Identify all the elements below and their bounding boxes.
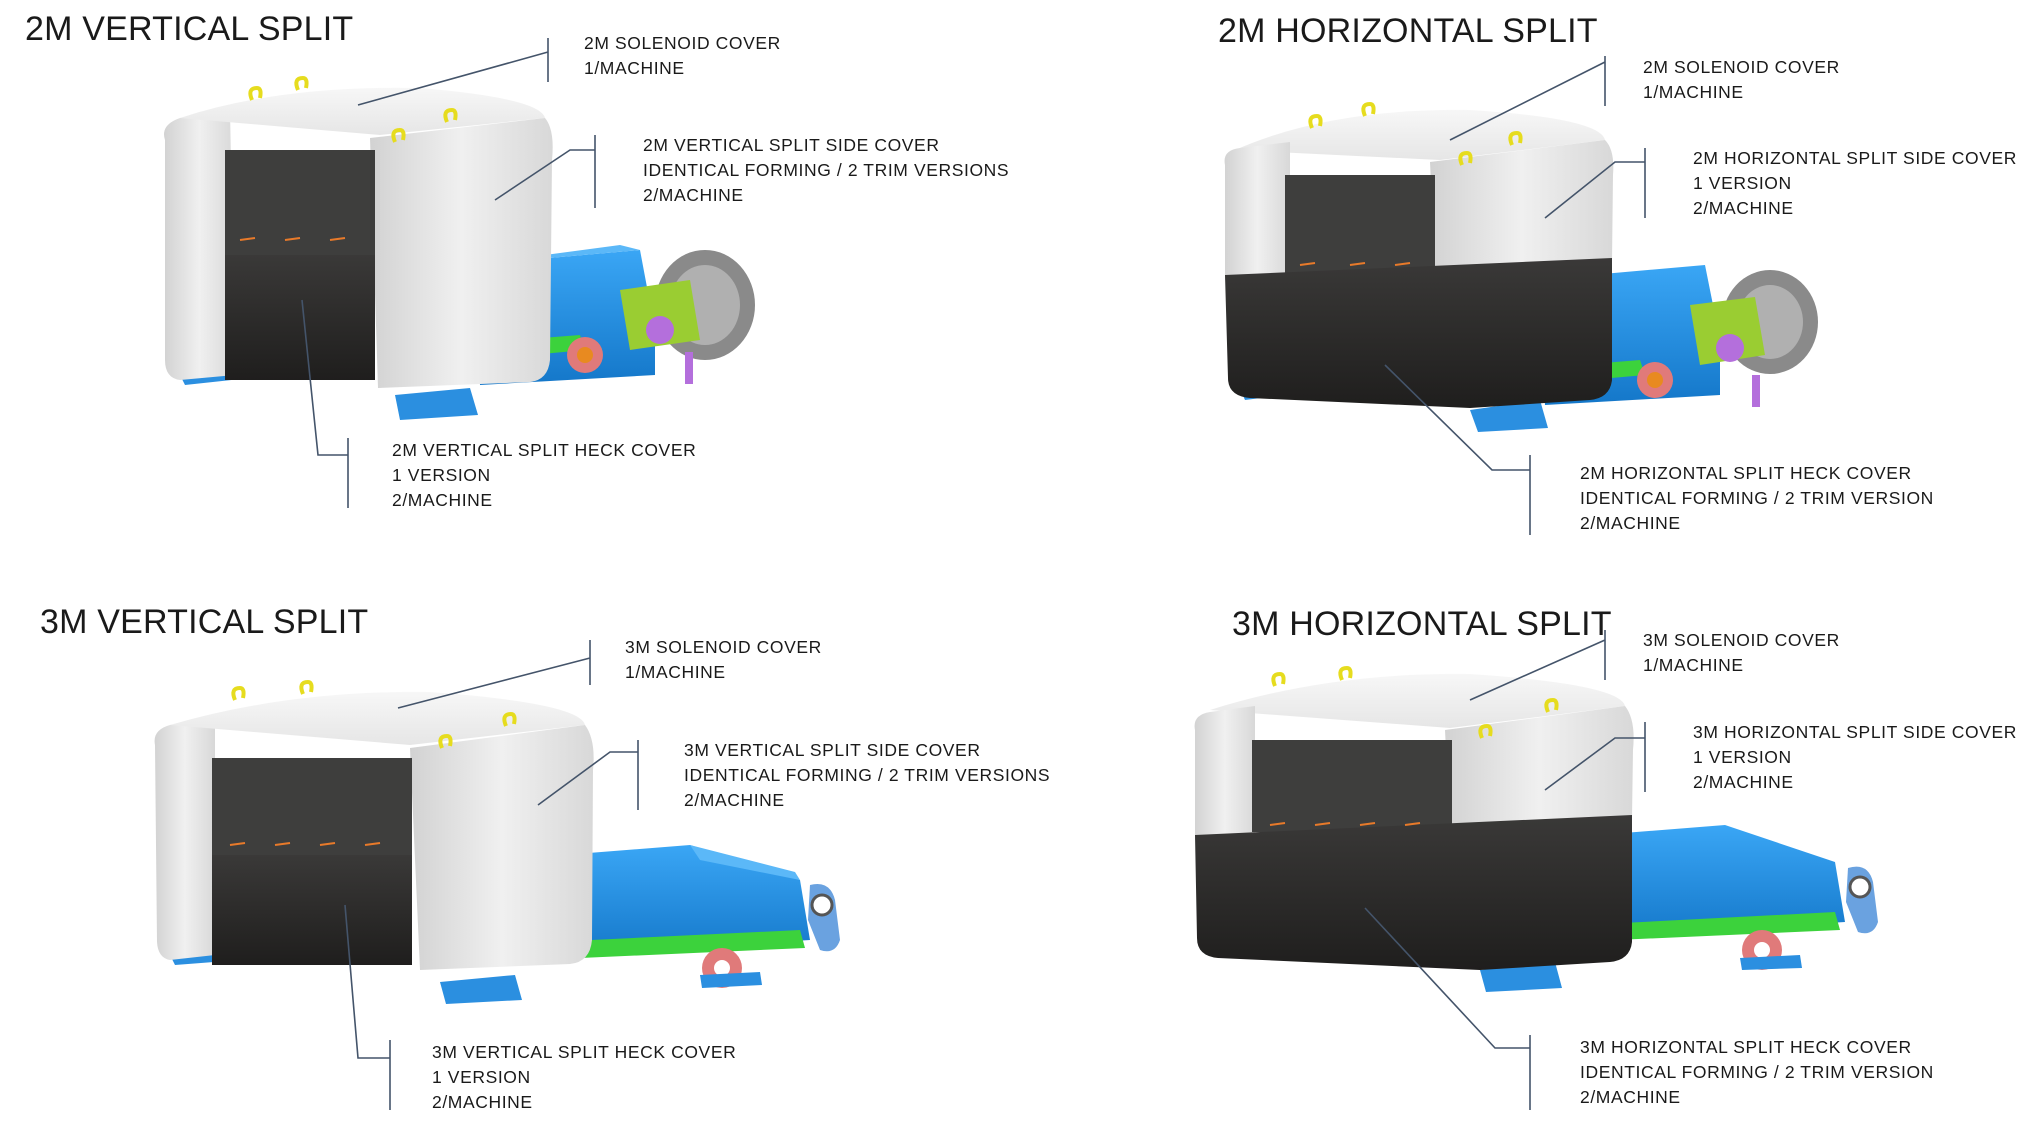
callout-line: 2/MACHINE (1580, 1087, 1681, 1107)
callout-line: 2/MACHINE (1580, 513, 1681, 533)
callout-line: 3M VERTICAL SPLIT HECK COVER (432, 1042, 737, 1062)
callout-line: 3M VERTICAL SPLIT SIDE COVER (684, 740, 981, 760)
callout-line: 2M HORIZONTAL SPLIT HECK COVER (1580, 463, 1912, 483)
callout-line: 3M SOLENOID COVER (625, 637, 822, 657)
side-cover-left (154, 718, 215, 960)
side-cover-right (370, 118, 553, 388)
callout-solenoid-cover: 3M SOLENOID COVER 1/MACHINE (1643, 628, 1840, 678)
callout-heck-cover: 3M HORIZONTAL SPLIT HECK COVER IDENTICAL… (1580, 1035, 1934, 1110)
window (212, 758, 412, 858)
solenoid-cover (1235, 109, 1605, 160)
window (1252, 740, 1452, 832)
callout-line: IDENTICAL FORMING / 2 TRIM VERSIONS (684, 765, 1051, 785)
callout-line: 2M VERTICAL SPLIT SIDE COVER (643, 135, 940, 155)
callout-line: 1 VERSION (432, 1067, 531, 1087)
machine-3m-horizontal (1194, 665, 1878, 992)
heck-cover (212, 855, 412, 965)
callout-line: 3M HORIZONTAL SPLIT SIDE COVER (1693, 722, 2017, 742)
callout-line: 2M HORIZONTAL SPLIT SIDE COVER (1693, 148, 2017, 168)
callout-line: 2/MACHINE (684, 790, 785, 810)
side-cover-left (1194, 706, 1255, 840)
leader-lines (301, 38, 1646, 1110)
heck-cover (1195, 815, 1632, 970)
panel-title-3m-vertical: 3M VERTICAL SPLIT (40, 603, 369, 641)
callout-side-cover: 3M VERTICAL SPLIT SIDE COVER IDENTICAL F… (684, 738, 1050, 813)
side-cover-right (410, 725, 594, 970)
machine-3m-vertical (154, 679, 840, 1004)
side-cover-left (164, 110, 235, 380)
callout-side-cover: 2M VERTICAL SPLIT SIDE COVER IDENTICAL F… (643, 133, 1009, 208)
panel-title-2m-horizontal: 2M HORIZONTAL SPLIT (1218, 12, 1598, 50)
callout-line: 2M SOLENOID COVER (1643, 57, 1840, 77)
solenoid-cover (1210, 673, 1625, 728)
side-cover-left (1224, 142, 1290, 280)
panel-title-3m-horizontal: 3M HORIZONTAL SPLIT (1232, 605, 1612, 643)
foot-right (1480, 962, 1562, 992)
heck-cover (225, 255, 375, 380)
callout-line: IDENTICAL FORMING / 2 TRIM VERSION (1580, 1062, 1934, 1082)
callout-heck-cover: 2M VERTICAL SPLIT HECK COVER 1 VERSION 2… (392, 438, 696, 513)
callout-side-cover: 2M HORIZONTAL SPLIT SIDE COVER 1 VERSION… (1693, 146, 2017, 221)
callout-solenoid-cover: 2M SOLENOID COVER 1/MACHINE (584, 31, 781, 81)
callout-line: 1 VERSION (392, 465, 491, 485)
callout-line: 2/MACHINE (1693, 198, 1794, 218)
foot-right (440, 975, 522, 1004)
callout-line: 1/MACHINE (1643, 655, 1744, 675)
machine-2m-horizontal (1224, 101, 1818, 432)
panel-title-2m-vertical: 2M VERTICAL SPLIT (25, 10, 354, 48)
foot-right (1470, 400, 1548, 432)
side-cover-right (1430, 140, 1614, 272)
callout-line: 2M SOLENOID COVER (584, 33, 781, 53)
window (225, 150, 375, 260)
callout-line: 3M HORIZONTAL SPLIT HECK COVER (1580, 1037, 1912, 1057)
callout-line: 2/MACHINE (432, 1092, 533, 1112)
solenoid-cover (180, 87, 545, 135)
callout-line: 2/MACHINE (392, 490, 493, 510)
callout-line: 2M VERTICAL SPLIT HECK COVER (392, 440, 697, 460)
callout-solenoid-cover: 2M SOLENOID COVER 1/MACHINE (1643, 55, 1840, 105)
callout-line: 3M SOLENOID COVER (1643, 630, 1840, 650)
foot-right (395, 388, 478, 420)
callout-line: IDENTICAL FORMING / 2 TRIM VERSIONS (643, 160, 1010, 180)
callout-side-cover: 3M HORIZONTAL SPLIT SIDE COVER 1 VERSION… (1693, 720, 2017, 795)
callout-line: 1/MACHINE (625, 662, 726, 682)
window (1285, 175, 1435, 275)
callout-line: 1/MACHINE (1643, 82, 1744, 102)
callout-line: 1/MACHINE (584, 58, 685, 78)
heck-cover (1225, 258, 1612, 408)
callout-line: 1 VERSION (1693, 747, 1792, 767)
callout-line: IDENTICAL FORMING / 2 TRIM VERSION (1580, 488, 1934, 508)
solenoid-cover (170, 691, 585, 745)
side-cover-right (1445, 706, 1634, 830)
callout-heck-cover: 2M HORIZONTAL SPLIT HECK COVER IDENTICAL… (1580, 461, 1934, 536)
callout-solenoid-cover: 3M SOLENOID COVER 1/MACHINE (625, 635, 822, 685)
machine-2m-vertical (164, 75, 755, 420)
callout-line: 2/MACHINE (643, 185, 744, 205)
callout-line: 2/MACHINE (1693, 772, 1794, 792)
callout-heck-cover: 3M VERTICAL SPLIT HECK COVER 1 VERSION 2… (432, 1040, 736, 1115)
callout-line: 1 VERSION (1693, 173, 1792, 193)
